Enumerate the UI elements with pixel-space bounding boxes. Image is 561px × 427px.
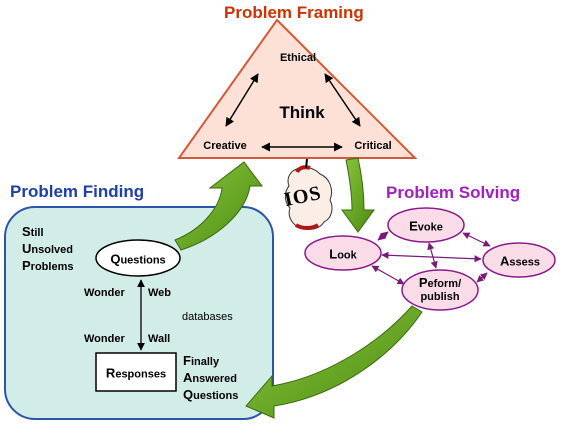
wonder-web-left: Wonder <box>84 287 125 299</box>
answered-label: Answered <box>183 370 238 385</box>
questions-oval <box>95 239 181 277</box>
solving-title: Problem Solving <box>386 183 521 202</box>
wonder-wall-left: Wonder <box>84 333 125 345</box>
evoke-assess-arrow <box>462 232 491 247</box>
look-perform-arrow <box>371 265 405 285</box>
look-assess-arrow <box>381 251 482 263</box>
wonder-wall-right: Wall <box>148 333 171 345</box>
evoke-label: Evoke <box>409 218 443 234</box>
finding-title: Problem Finding <box>10 182 145 201</box>
evoke-oval <box>387 207 465 243</box>
problems-label: Problems <box>22 258 74 273</box>
framing-triangle <box>177 18 418 159</box>
questions-label: Questions <box>110 251 166 267</box>
ethical-label: Ethical <box>279 52 317 64</box>
wonder-web-right: Web <box>148 287 172 299</box>
framing-title: Problem Framing <box>224 3 364 22</box>
perform-assess-arrow <box>476 272 488 283</box>
framing-to-solving-arrow <box>341 157 375 233</box>
still-label: Still <box>22 224 44 239</box>
assess-oval <box>482 242 556 278</box>
look-evoke-arrow <box>377 231 389 241</box>
look-oval <box>304 235 382 271</box>
look-label: Look <box>329 246 357 262</box>
responses-label: Responses <box>105 365 167 381</box>
evoke-perform-arrow <box>427 242 438 269</box>
perform-oval <box>401 269 479 311</box>
apple-core-icon <box>284 158 333 230</box>
perform-label: Peform/ publish <box>418 275 462 303</box>
creative-label: Creative <box>203 140 247 152</box>
assess-label: Assess <box>500 253 540 269</box>
responses-box <box>95 352 177 392</box>
think-label: Think <box>279 103 325 122</box>
final-questions-label: Questions <box>183 387 239 402</box>
finally-label: Finally <box>183 353 220 368</box>
databases-label: databases <box>182 311 233 323</box>
unsolved-label: Unsolved <box>22 241 73 256</box>
solving-to-finding-arrow <box>245 305 423 419</box>
critical-label: Critical <box>354 140 392 152</box>
finding-to-framing-arrow <box>174 161 263 251</box>
ethical-creative-arrow <box>225 73 259 127</box>
ethical-critical-arrow <box>324 73 361 127</box>
